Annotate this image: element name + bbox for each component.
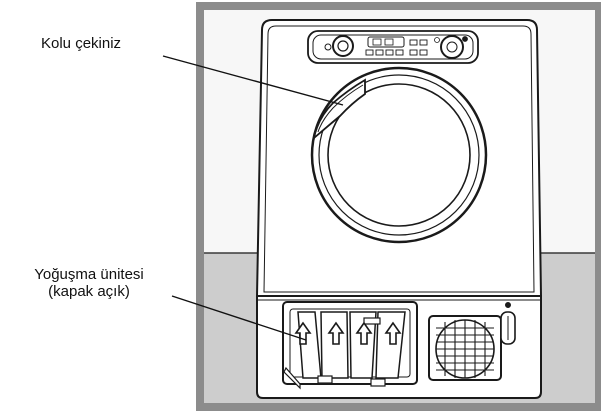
control-panel — [307, 30, 479, 64]
up-arrow-icons — [294, 321, 402, 345]
dryer-door — [310, 66, 488, 244]
side-latch-icon — [500, 302, 516, 345]
condenser-label-line1: Yoğuşma ünitesi — [34, 266, 144, 283]
condenser-label-line2: (kapak açık) — [48, 283, 130, 300]
condenser-label: Yoğuşma ünitesi (kapak açık) — [6, 266, 172, 300]
program-buttons-icon — [365, 39, 428, 56]
condenser-leader-line — [171, 295, 307, 341]
vent-grille — [428, 315, 502, 381]
door-handle-icon — [312, 78, 366, 141]
condenser-unit — [282, 301, 418, 390]
handle-leader-line — [162, 55, 344, 106]
handle-label: Kolu çekiniz — [41, 35, 122, 52]
